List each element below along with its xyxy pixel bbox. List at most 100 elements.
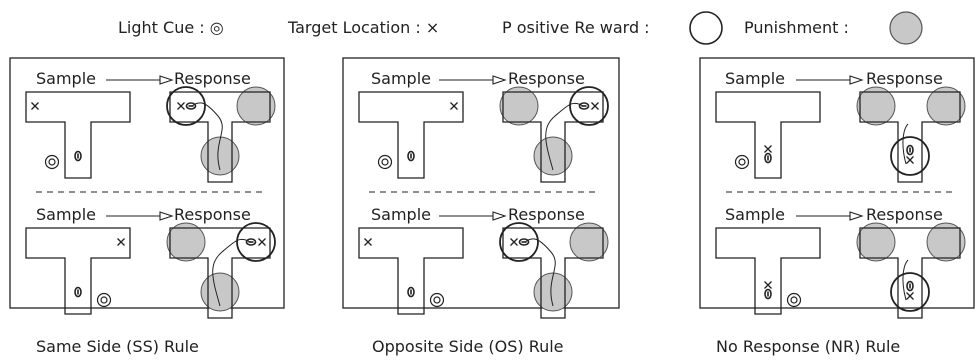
target-location-icon [258,238,266,246]
rat-body [764,288,772,300]
rat-body [906,144,914,156]
light-cue-icon [96,292,112,308]
target-location-icon [177,102,185,110]
sample-maze [25,227,131,315]
target-location-icon [906,156,914,164]
punishment-icon [200,136,240,176]
rat-icon [74,150,82,162]
rat-icon [906,144,914,156]
punishment-icon [569,222,609,262]
sample-maze [715,91,821,179]
rat-icon [906,280,914,292]
rat-icon [185,102,197,110]
target-location-icon [31,102,39,110]
rat-icon [245,238,257,246]
response-maze [859,91,961,183]
response-label: Response [866,205,943,224]
light-cue-icon [381,158,389,166]
response-label: Response [866,69,943,88]
panel-no-response: Sample Response Sample Response No Respo… [699,57,975,356]
panel-nr-bottom-row: Sample Response [715,205,966,319]
light-cue-icon [433,296,441,304]
panel-caption: Same Side (SS) Rule [36,337,199,356]
punishment-icon [889,11,923,45]
sample-label: Sample [725,69,785,88]
panel-ss-top-row: Sample Response [25,69,276,183]
light-cue-icon [48,158,56,166]
rat-icon [578,102,590,110]
response-label: Response [508,205,585,224]
rat-path [191,102,223,171]
panel-nr-top-row: Sample Response [715,69,966,183]
rat-path [902,259,909,301]
rat-path [212,238,251,307]
legend-positive-reward: P ositive Re ward : [502,18,650,37]
arrow-icon [159,211,174,221]
legend-light-cue: Light Cue : ◎ [118,18,224,37]
response-maze [502,91,604,183]
sample-maze [358,91,464,179]
rat-icon [764,152,772,164]
target-location-icon [510,238,518,246]
rat-icon [518,238,530,246]
legend-punishment: Punishment : [744,18,849,37]
rat-icon [407,286,415,298]
rat-body [764,152,772,164]
legend: Light Cue : ◎ Target Location : × P osit… [118,11,923,45]
punishment-icon [533,136,573,176]
response-label: Response [174,69,251,88]
panel-caption: No Response (NR) Rule [716,337,900,356]
rat-path [902,123,909,165]
rat-body [578,102,590,110]
positive-reward-icon [890,272,930,312]
arrow-icon [849,211,864,221]
sample-label: Sample [371,205,431,224]
target-location-icon [117,238,125,246]
rat-body [518,238,530,246]
target-location-icon [450,102,458,110]
punishment-icon [926,86,966,126]
panel-os-bottom-row: Sample Response [358,205,609,319]
punishment-icon [200,272,240,312]
positive-reward-icon [689,11,723,45]
target-location-icon [906,292,914,300]
arrow-icon [849,75,864,85]
arrow-icon [492,75,507,85]
legend-target-location: Target Location : × [287,18,439,37]
rat-icon [764,288,772,300]
panel-ss-bottom-row: Sample Response [25,205,276,319]
light-cue-icon [790,296,798,304]
response-maze [169,227,271,319]
rat-body [407,150,415,162]
rat-body [906,280,914,292]
light-cue-icon [44,154,60,170]
light-cue-icon [377,154,393,170]
sample-label: Sample [371,69,431,88]
target-location-icon [764,281,772,289]
panel-opposite-side: Sample Response Sample Response Opposite… [342,57,620,356]
positive-reward-icon [499,222,539,262]
rat-icon [74,286,82,298]
arrow-icon [492,211,507,221]
punishment-icon [533,272,573,312]
rat-body [245,238,257,246]
punishment-icon [499,86,539,126]
light-cue-icon [786,292,802,308]
sample-maze [358,227,464,315]
rat-body [185,102,197,110]
positive-reward-icon [569,86,609,126]
light-cue-icon [734,154,750,170]
panel-os-top-row: Sample Response [358,69,609,183]
punishment-icon [926,222,966,262]
punishment-icon [236,86,276,126]
panel-frame [342,57,620,309]
rat-body [74,286,82,298]
response-maze [169,91,271,183]
target-location-icon [591,102,599,110]
rat-path [545,102,584,171]
sample-label: Sample [36,205,96,224]
response-maze [859,227,961,319]
rat-icon [407,150,415,162]
light-cue-icon [100,296,108,304]
